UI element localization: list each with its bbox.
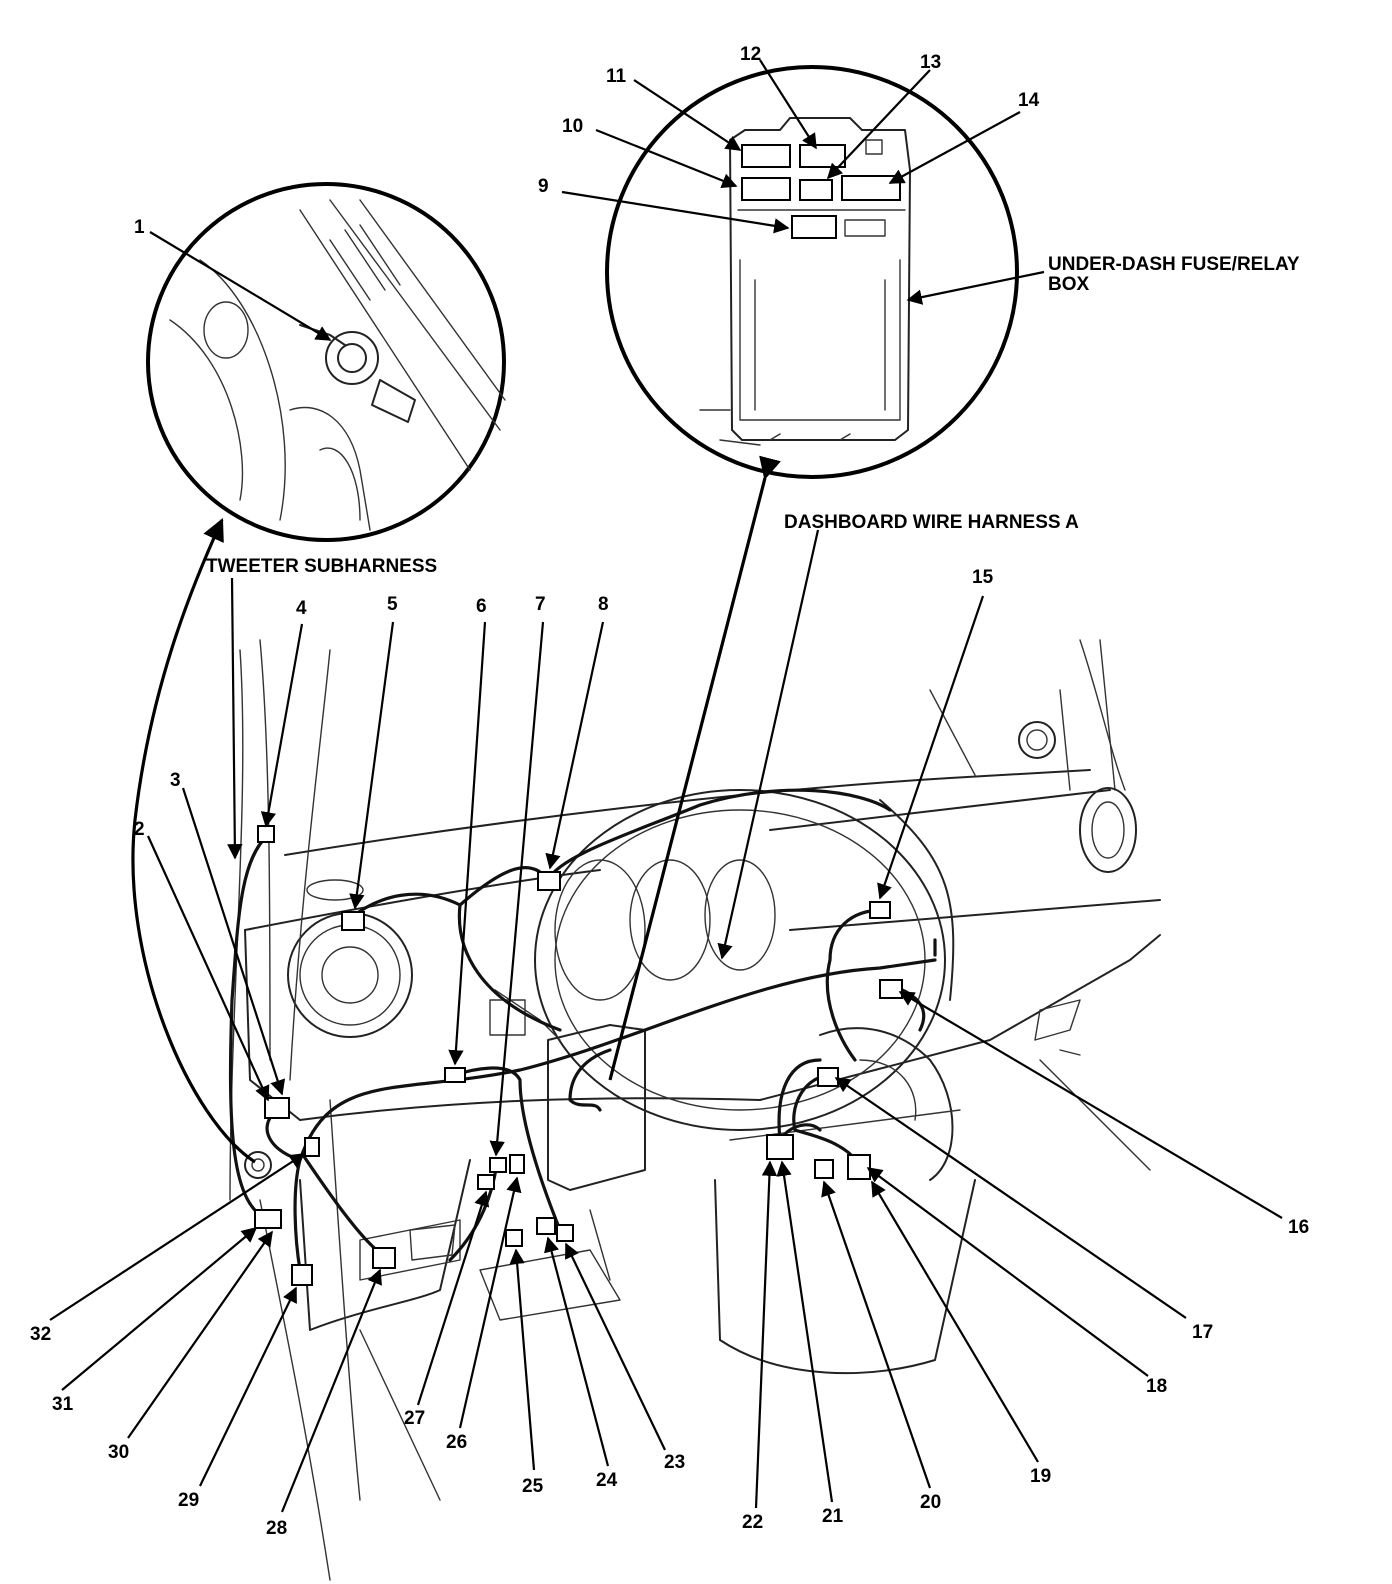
callout-26: 26 [446, 1432, 467, 1453]
callout-3: 3 [170, 770, 181, 791]
callout-11: 11 [606, 66, 627, 87]
dashboard-harness-label: DASHBOARD WIRE HARNESS A [784, 512, 1079, 533]
callout-8: 8 [598, 594, 609, 615]
callout-32: 32 [30, 1324, 51, 1345]
callout-24: 24 [596, 1470, 618, 1491]
connector-27 [477, 1174, 495, 1190]
connector-17 [817, 1067, 839, 1087]
harness-connectors [254, 825, 903, 1286]
callout-22: 22 [742, 1512, 763, 1533]
connector-25 [505, 1229, 523, 1247]
connector-18-19 [847, 1154, 871, 1180]
callout-13: 13 [920, 52, 941, 73]
fuse-box-inset [605, 65, 1019, 479]
callout-20: 20 [920, 1492, 941, 1513]
callout-31: 31 [52, 1394, 74, 1415]
callout-21: 21 [822, 1506, 844, 1527]
connector-29 [291, 1264, 313, 1286]
connector-2-3 [264, 1097, 290, 1119]
callout-16: 16 [1288, 1217, 1309, 1238]
connector-23 [556, 1224, 574, 1242]
connector-24 [536, 1217, 556, 1235]
connector-21-22 [766, 1134, 794, 1160]
connector-28 [372, 1247, 396, 1269]
under-dash-box-label-line1: UNDER-DASH FUSE/RELAY [1048, 254, 1300, 275]
callout-19: 19 [1030, 1466, 1051, 1487]
tweeter-subharness-label: TWEETER SUBHARNESS [206, 556, 437, 577]
callout-4: 4 [296, 598, 307, 619]
connector-16 [879, 979, 903, 999]
connector-6 [444, 1067, 466, 1083]
connector-7 [489, 1157, 507, 1173]
callout-18: 18 [1146, 1376, 1167, 1397]
inset-arrows [131, 455, 781, 1164]
callout-7: 7 [535, 594, 546, 615]
callout-2: 2 [134, 819, 145, 840]
callout-5: 5 [387, 594, 398, 615]
connector-4 [257, 825, 275, 843]
connector-26 [509, 1154, 525, 1174]
callout-27: 27 [404, 1408, 425, 1429]
dashboard-outline [229, 639, 1161, 1581]
leader-lines [49, 59, 1283, 1513]
connector-31 [254, 1209, 282, 1229]
callout-29: 29 [178, 1490, 199, 1511]
callout-6: 6 [476, 596, 487, 617]
callout-28: 28 [266, 1518, 287, 1539]
callout-25: 25 [522, 1476, 544, 1497]
callout-10: 10 [562, 116, 583, 137]
tweeter-detail-inset [146, 182, 506, 542]
diagram-labels: UNDER-DASH FUSE/RELAY BOX DASHBOARD WIRE… [206, 254, 1300, 577]
connector-5 [341, 911, 365, 931]
callout-numbers: 1 2 3 4 5 6 7 8 9 10 11 12 13 14 15 16 1… [30, 44, 1309, 1539]
connector-15 [869, 901, 891, 919]
callout-12: 12 [740, 44, 761, 65]
connector-8 [537, 871, 561, 891]
under-dash-box-label-line2: BOX [1048, 274, 1090, 295]
callout-30: 30 [108, 1442, 129, 1463]
connector-20 [814, 1159, 834, 1179]
callout-1: 1 [134, 217, 145, 238]
callout-23: 23 [664, 1452, 685, 1473]
callout-15: 15 [972, 567, 994, 588]
callout-9: 9 [538, 176, 549, 197]
callout-14: 14 [1018, 90, 1040, 111]
connector-32 [304, 1137, 320, 1157]
callout-17: 17 [1192, 1322, 1213, 1343]
